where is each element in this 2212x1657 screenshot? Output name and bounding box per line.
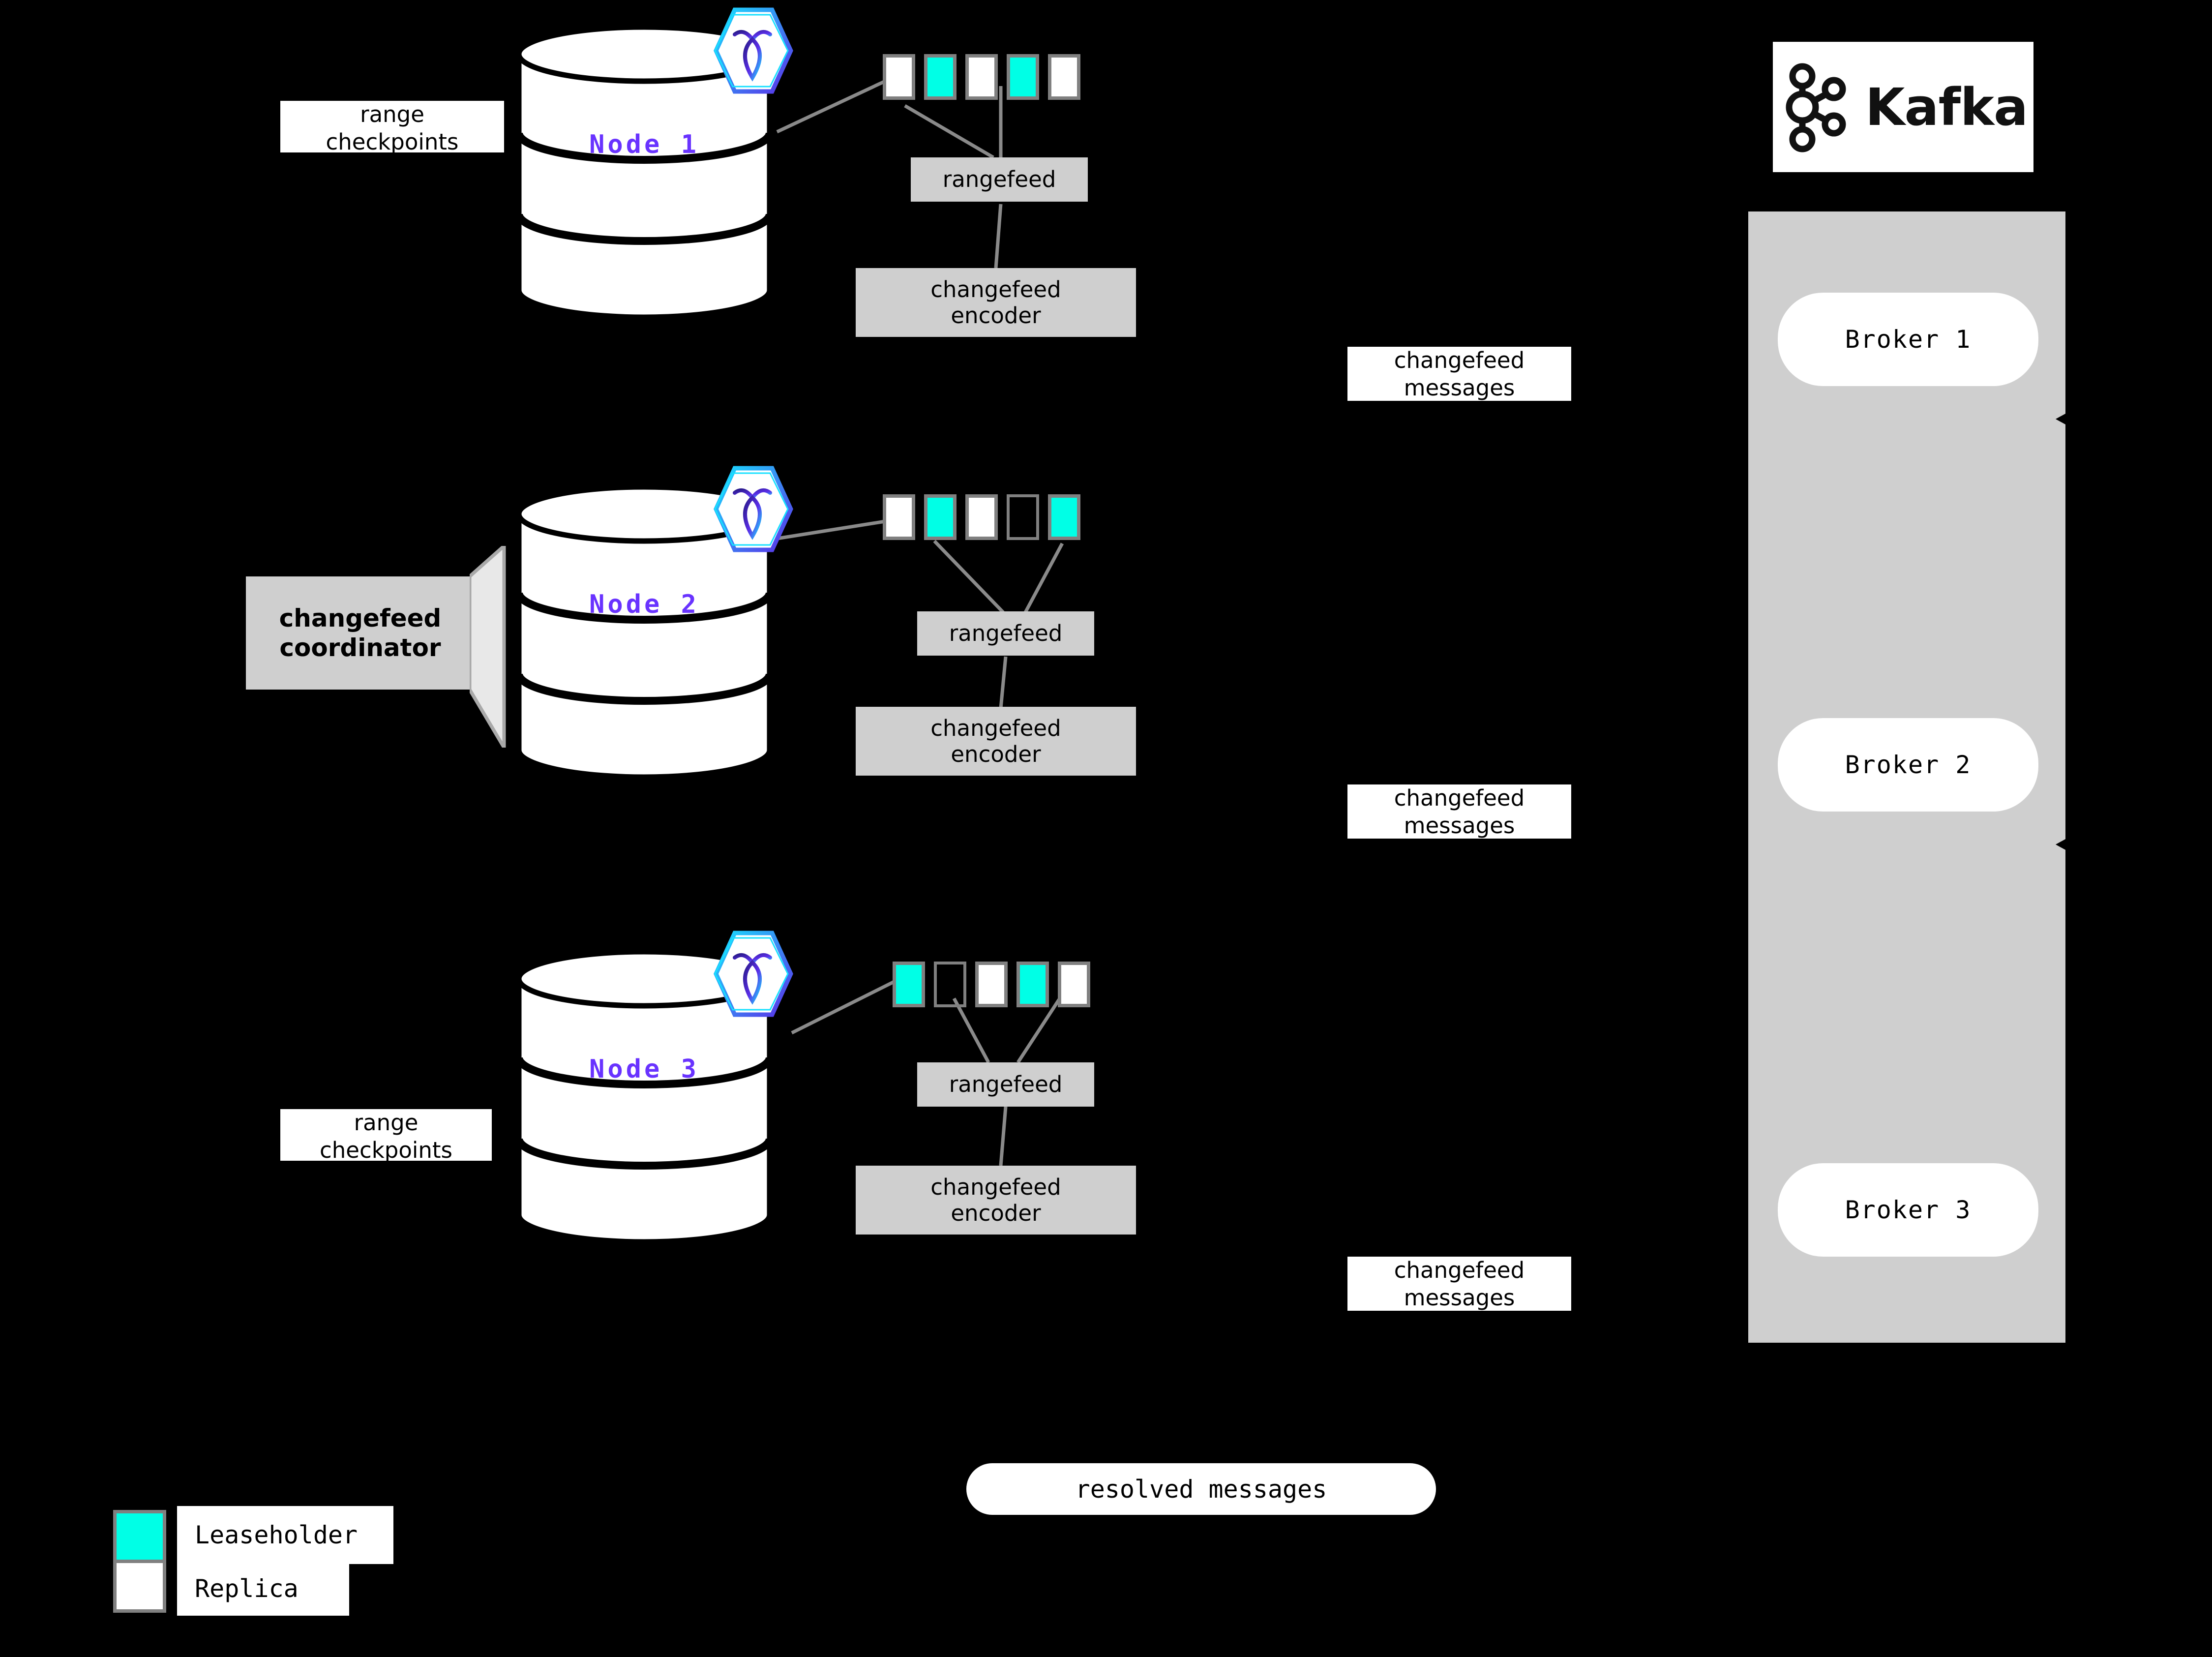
range-box-empty (1007, 494, 1039, 540)
node-3-changefeed-encoder-box: changefeed encoder (856, 1166, 1136, 1235)
changefeed-messages-caption-3: changefeed messages (1347, 1257, 1571, 1311)
caption-line-1: changefeed (1394, 785, 1525, 811)
broker-3-item[interactable]: Broker 3 (1778, 1163, 2038, 1257)
changefeed-messages-caption-2: changefeed messages (1347, 784, 1571, 839)
range-checkpoints-caption-bottom: range checkpoints (280, 1109, 492, 1164)
node-1-ranges (883, 54, 1080, 100)
encoder-line-1: changefeed (930, 715, 1061, 741)
coordinator-face: changefeed coordinator (246, 576, 475, 690)
range-box-leaseholder (1048, 494, 1080, 540)
range-box-leaseholder (1016, 962, 1049, 1007)
caption-line-1: changefeed (1394, 1257, 1525, 1283)
range-box-replica (883, 494, 915, 540)
range-box-replica (1058, 962, 1090, 1007)
cockroachdb-hexagon-icon (709, 462, 795, 556)
node-3-label: Node 3 (589, 1054, 699, 1084)
range-box-replica (965, 494, 998, 540)
kafka-logo: Kafka (1773, 42, 2033, 172)
changefeed-coordinator-callout: changefeed coordinator (246, 546, 526, 748)
range-box-replica (883, 54, 915, 100)
range-box-leaseholder (893, 962, 925, 1007)
range-box-replica (965, 54, 998, 100)
range-checkpoints-caption-top: range checkpoints (280, 101, 504, 155)
range-box-empty (934, 962, 966, 1007)
range-box-leaseholder (924, 54, 957, 100)
caption-line-1: changefeed (1394, 347, 1525, 373)
kafka-wordmark: Kafka (1865, 77, 2028, 137)
broker-1-item[interactable]: Broker 1 (1778, 293, 2038, 386)
legend-label-replica: Replica (177, 1562, 349, 1616)
node-2-cylinder: Node 2 (514, 484, 775, 780)
coordinator-line-2: coordinator (279, 633, 441, 662)
node-1-label: Node 1 (589, 130, 699, 159)
caption-line-2: messages (1404, 1285, 1515, 1311)
kafka-node-graph-icon (1786, 63, 1846, 152)
encoder-line-2: encoder (951, 741, 1041, 767)
range-box-leaseholder (924, 494, 957, 540)
node-2-label: Node 2 (589, 590, 699, 619)
encoder-line-1: changefeed (930, 276, 1061, 302)
node-1-cylinder: Node 1 (514, 25, 775, 320)
caption-line-1: range (354, 1110, 418, 1136)
node-3-ranges (893, 962, 1090, 1007)
coordinator-pointer-icon (470, 546, 506, 748)
caption-line-1: range (360, 101, 424, 127)
cockroachdb-hexagon-icon (709, 4, 795, 97)
broker-2-item[interactable]: Broker 2 (1778, 718, 2038, 812)
range-box-leaseholder (1007, 54, 1039, 100)
encoder-line-1: changefeed (930, 1174, 1061, 1200)
legend-swatch-leaseholder (113, 1510, 166, 1563)
range-box-replica (975, 962, 1008, 1007)
changefeed-messages-caption-1: changefeed messages (1347, 347, 1571, 401)
encoder-line-2: encoder (951, 302, 1041, 329)
resolved-messages-pill: resolved messages (966, 1463, 1436, 1515)
node-3-rangefeed-box: rangefeed (917, 1062, 1094, 1107)
caption-line-2: checkpoints (320, 1137, 452, 1164)
caption-line-2: messages (1404, 375, 1515, 401)
caption-line-2: checkpoints (326, 129, 459, 155)
caption-line-2: messages (1404, 813, 1515, 839)
node-2-rangefeed-box: rangefeed (917, 611, 1094, 656)
node-1-rangefeed-box: rangefeed (911, 157, 1088, 202)
coordinator-line-1: changefeed (279, 604, 442, 633)
legend-swatch-replica (113, 1560, 166, 1613)
encoder-line-2: encoder (951, 1200, 1041, 1226)
node-3-cylinder: Node 3 (514, 949, 775, 1244)
legend: Leaseholder Replica (113, 1506, 418, 1623)
legend-label-leaseholder: Leaseholder (177, 1506, 393, 1564)
broker-inbound-arrow-markers (2056, 408, 2075, 1279)
range-box-replica (1048, 54, 1080, 100)
node-2-changefeed-encoder-box: changefeed encoder (856, 707, 1136, 776)
cockroachdb-hexagon-icon (709, 927, 795, 1021)
node-2-ranges (883, 494, 1080, 540)
node-1-changefeed-encoder-box: changefeed encoder (856, 268, 1136, 337)
